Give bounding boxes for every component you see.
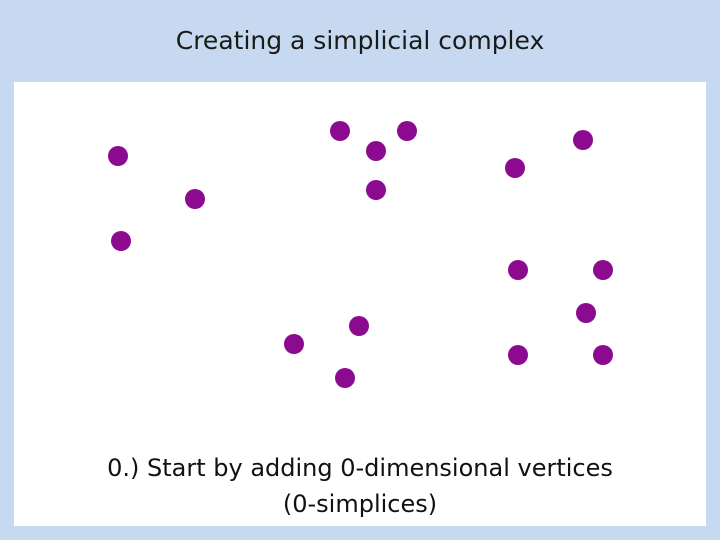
caption: 0.) Start by adding 0-dimensional vertic…: [14, 450, 706, 522]
caption-line-2: (0-simplices): [282, 490, 438, 518]
vertex-10: [508, 260, 528, 280]
vertex-9: [573, 130, 593, 150]
vertex-1: [108, 146, 128, 166]
vertex-14: [593, 345, 613, 365]
vertex-6: [366, 141, 386, 161]
vertex-11: [593, 260, 613, 280]
vertex-13: [508, 345, 528, 365]
vertex-3: [111, 231, 131, 251]
vertex-17: [335, 368, 355, 388]
vertex-4: [330, 121, 350, 141]
diagram-panel: [14, 82, 706, 526]
vertex-5: [397, 121, 417, 141]
vertex-8: [505, 158, 525, 178]
vertex-15: [349, 316, 369, 336]
vertex-2: [185, 189, 205, 209]
vertex-16: [284, 334, 304, 354]
slide-title: Creating a simplicial complex: [175, 26, 545, 55]
vertex-12: [576, 303, 596, 323]
caption-line-1: 0.) Start by adding 0-dimensional vertic…: [107, 454, 613, 482]
vertex-7: [366, 180, 386, 200]
